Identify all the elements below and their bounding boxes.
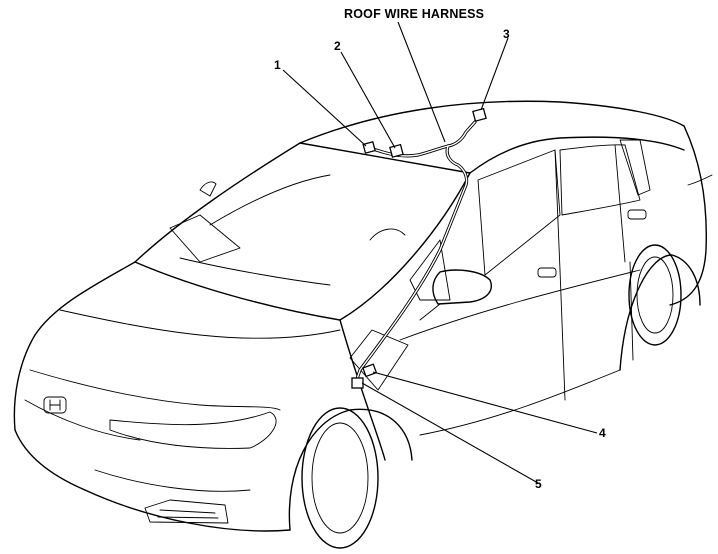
callout-2: 2 — [334, 39, 341, 53]
callout-1: 1 — [274, 58, 281, 72]
connector-4 — [362, 363, 378, 378]
connector-5 — [351, 377, 364, 389]
roof-wire-harness-label: ROOF WIRE HARNESS — [344, 7, 485, 21]
roof-wire-harness — [353, 120, 477, 387]
connector-2 — [389, 143, 404, 158]
car-body-outline — [13, 100, 713, 549]
callout-5: 5 — [535, 477, 542, 491]
connector-1 — [362, 141, 376, 154]
connector-3 — [472, 107, 487, 122]
callout-3: 3 — [503, 27, 510, 41]
leader-lines — [282, 21, 598, 484]
callout-4: 4 — [599, 426, 606, 440]
